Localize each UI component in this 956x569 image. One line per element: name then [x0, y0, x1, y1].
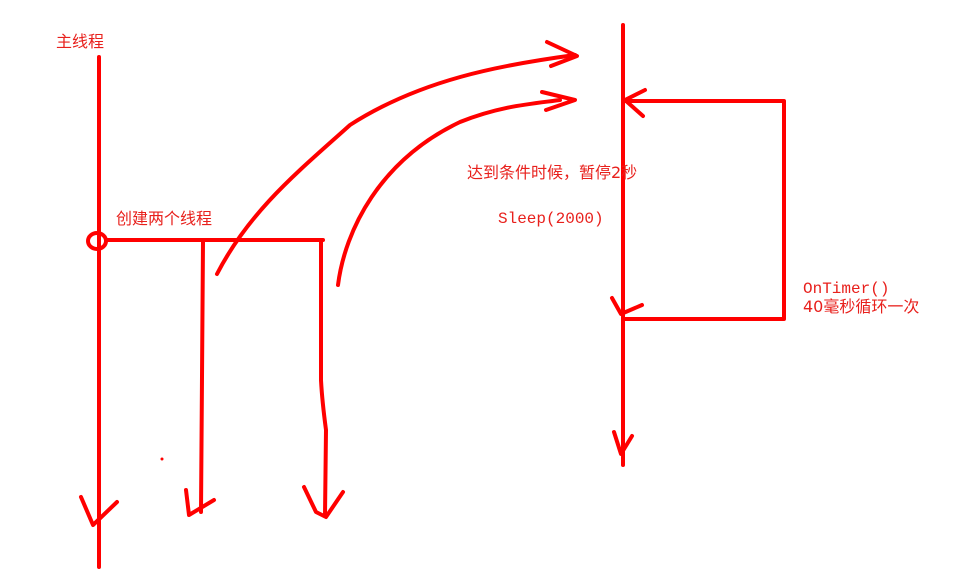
timer-thread-line: [612, 23, 634, 467]
thread-2-line: [302, 240, 345, 519]
ontimer-call-label: OnTimer(): [803, 280, 890, 298]
main-thread-label: 主线程: [56, 32, 105, 51]
thread-1-line: [184, 240, 216, 517]
create-threads-label: 创建两个线程: [116, 209, 213, 228]
curve-arrow-2: [336, 90, 577, 287]
curve-arrow-1: [215, 40, 579, 276]
pause-condition-label: 达到条件时候，暂停2秒: [467, 163, 638, 182]
sleep-call-label: Sleep(2000): [498, 210, 604, 228]
ontimer-loop: [610, 88, 786, 321]
ontimer-desc-label: 40毫秒循环一次: [803, 297, 920, 316]
stray-dot: [160, 457, 164, 461]
main-thread-line: [79, 55, 119, 569]
